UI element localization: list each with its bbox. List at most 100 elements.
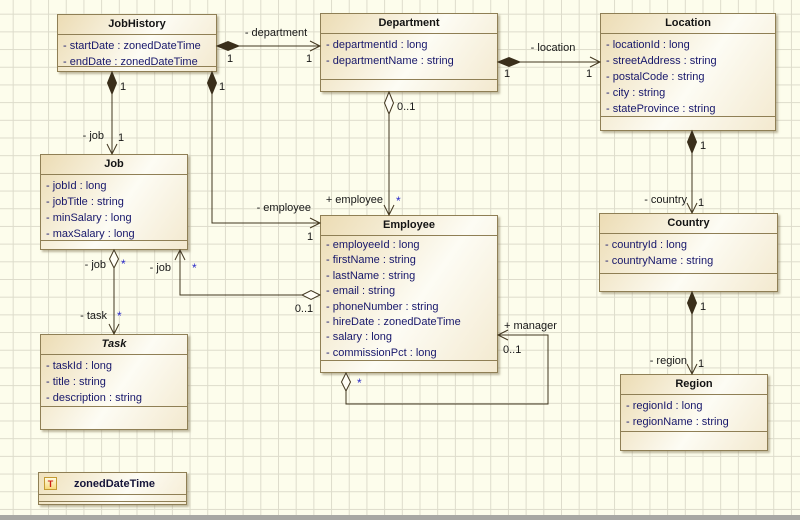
- association-location-country[interactable]: 1 - country 1: [644, 129, 706, 215]
- association-name: - job: [83, 130, 104, 142]
- attribute: - jobTitle : string: [46, 196, 124, 208]
- class-jobhistory-operations: [58, 66, 216, 71]
- class-department-attributes: - departmentId : long - departmentName :…: [321, 34, 497, 79]
- multiplicity: 1: [698, 358, 704, 370]
- attribute: - jobId : long: [46, 180, 107, 192]
- attribute: - regionName : string: [626, 416, 729, 428]
- attribute: - startDate : zonedDateTime: [63, 40, 201, 52]
- canvas-bottom-edge: [0, 515, 800, 520]
- multiplicity: 0..1: [397, 101, 415, 113]
- class-jobhistory-title: JobHistory: [58, 15, 216, 35]
- association-employee-manager[interactable]: * + manager 0..1: [340, 320, 558, 405]
- class-location-operations: [601, 116, 775, 130]
- class-location[interactable]: Location - locationId : long - streetAdd…: [600, 13, 776, 131]
- association-jobhistory-employee[interactable]: 1 - employee 1: [206, 70, 322, 243]
- class-country[interactable]: Country - countryId : long - countryName…: [599, 213, 778, 292]
- multiplicity: *: [192, 261, 197, 275]
- association-department-employee[interactable]: 0..1 + employee *: [326, 90, 416, 217]
- attribute: - streetAddress : string: [606, 55, 717, 67]
- multiplicity: 1: [120, 81, 126, 93]
- multiplicity: *: [121, 257, 126, 271]
- attribute: - lastName : string: [326, 269, 416, 282]
- attribute: - email : string: [326, 285, 396, 298]
- datatype-zoneddatetime[interactable]: T zonedDateTime: [38, 472, 187, 505]
- class-region[interactable]: Region - regionId : long - regionName : …: [620, 374, 768, 451]
- association-name: - department: [245, 27, 307, 39]
- datatype-name: zonedDateTime: [73, 477, 156, 490]
- datatype-compartment: [39, 495, 186, 502]
- class-job[interactable]: Job - jobId : long - jobTitle : string -…: [40, 154, 188, 250]
- multiplicity: *: [396, 194, 401, 208]
- multiplicity: 1: [698, 197, 704, 209]
- multiplicity: 1: [700, 140, 706, 152]
- attribute: - postalCode : string: [606, 71, 705, 83]
- association-jobhistory-department[interactable]: - department 1 1: [215, 27, 322, 65]
- association-name: + employee: [326, 194, 383, 206]
- attribute: - phoneNumber : string: [326, 300, 439, 313]
- class-employee-title: Employee: [321, 216, 497, 236]
- multiplicity: 1: [219, 81, 225, 93]
- attribute: - description : string: [46, 392, 142, 404]
- multiplicity: 1: [118, 132, 124, 144]
- class-country-attributes: - countryId : long - countryName : strin…: [600, 234, 777, 273]
- class-location-attributes: - locationId : long - streetAddress : st…: [601, 34, 775, 116]
- class-region-attributes: - regionId : long - regionName : string: [621, 395, 767, 431]
- attribute: - firstName : string: [326, 254, 416, 267]
- association-role: - task: [80, 310, 107, 322]
- multiplicity: 1: [504, 68, 510, 80]
- association-role: - job: [85, 259, 106, 271]
- class-task-title: Task: [41, 335, 187, 355]
- attribute: - maxSalary : long: [46, 228, 135, 240]
- class-department-operations: [321, 79, 497, 91]
- class-job-attributes: - jobId : long - jobTitle : string - min…: [41, 175, 187, 240]
- class-task[interactable]: Task - taskId : long - title : string - …: [40, 334, 188, 430]
- association-employee-job[interactable]: 0..1 - job *: [150, 248, 322, 315]
- attribute: - departmentId : long: [326, 39, 428, 51]
- association-name: + manager: [504, 320, 557, 332]
- multiplicity: 1: [306, 53, 312, 65]
- attribute: - countryName : string: [605, 255, 714, 267]
- attribute: - endDate : zonedDateTime: [63, 56, 198, 66]
- association-name: - employee: [257, 202, 311, 214]
- class-region-title: Region: [621, 375, 767, 395]
- attribute: - countryId : long: [605, 239, 687, 251]
- association-country-region[interactable]: 1 - region 1: [650, 290, 706, 376]
- association-jobhistory-job[interactable]: 1 - job 1: [83, 70, 127, 156]
- attribute: - hireDate : zonedDateTime: [326, 316, 461, 329]
- class-task-attributes: - taskId : long - title : string - descr…: [41, 355, 187, 406]
- multiplicity: 1: [307, 231, 313, 243]
- class-jobhistory[interactable]: JobHistory - startDate : zonedDateTime -…: [57, 14, 217, 72]
- class-department-title: Department: [321, 14, 497, 34]
- multiplicity: *: [117, 309, 122, 323]
- attribute: - departmentName : string: [326, 55, 454, 67]
- class-country-title: Country: [600, 214, 777, 234]
- datatype-icon: T: [44, 477, 57, 490]
- class-country-operations: [600, 273, 777, 291]
- attribute: - taskId : long: [46, 360, 113, 372]
- class-department[interactable]: Department - departmentId : long - depar…: [320, 13, 498, 92]
- multiplicity: 1: [700, 301, 706, 313]
- attribute: - employeeId : long: [326, 239, 420, 251]
- class-employee-attributes: - employeeId : long - firstName : string…: [321, 236, 497, 360]
- multiplicity: *: [357, 376, 362, 390]
- multiplicity: 0..1: [503, 344, 521, 356]
- association-job-task[interactable]: - job * - task *: [80, 248, 126, 336]
- association-name: - region: [650, 355, 687, 367]
- multiplicity: 1: [227, 53, 233, 65]
- multiplicity: 1: [586, 68, 592, 80]
- attribute: - regionId : long: [626, 400, 703, 412]
- class-job-title: Job: [41, 155, 187, 175]
- attribute: - stateProvince : string: [606, 103, 716, 115]
- attribute: - minSalary : long: [46, 212, 132, 224]
- attribute: - locationId : long: [606, 39, 690, 51]
- attribute: - salary : long: [326, 331, 393, 344]
- association-name: - location: [531, 42, 576, 54]
- association-department-location[interactable]: - location 1 1: [496, 42, 602, 80]
- class-job-operations: [41, 240, 187, 249]
- class-region-operations: [621, 431, 767, 450]
- class-employee[interactable]: Employee - employeeId : long - firstName…: [320, 215, 498, 373]
- class-location-title: Location: [601, 14, 775, 34]
- class-jobhistory-attributes: - startDate : zonedDateTime - endDate : …: [58, 35, 216, 66]
